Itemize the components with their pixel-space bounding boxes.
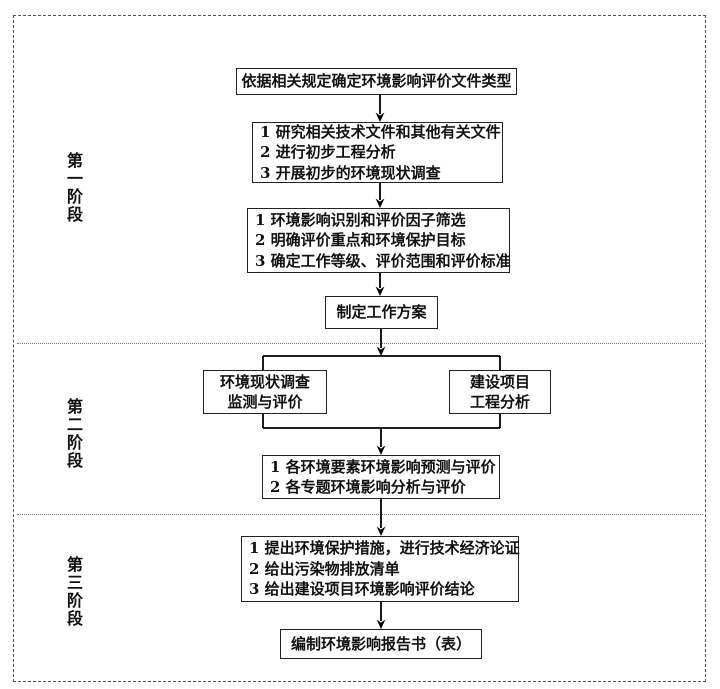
box-line: 监测与评价	[227, 393, 303, 411]
arrow-down-icon	[376, 526, 386, 536]
stage-label-1: 第一阶段	[64, 152, 83, 224]
flow-box-protection-measures: 1 提出环境保护措施，进行技术经济论证 2 给出污染物排放清单 3 给出建设项目…	[241, 536, 520, 602]
box-line: 1 提出环境保护措施，进行技术经济论证	[249, 539, 520, 558]
stage-label-2: 第二阶段	[64, 398, 83, 470]
box-line: 1 环境影响识别和评价因子筛选	[255, 210, 466, 229]
flow-box-prediction-evaluation: 1 各环境要素环境影响预测与评价 2 各专题环境影响分析与评价	[262, 455, 500, 499]
box-text: 制定工作方案	[336, 303, 427, 322]
box-line: 建设项目	[469, 372, 530, 391]
flow-box-work-plan: 制定工作方案	[325, 296, 438, 329]
stage-separator-1	[17, 343, 703, 344]
box-line: 2 各专题环境影响分析与评价	[270, 478, 466, 496]
box-line: 2 明确评价重点和环境保护目标	[255, 231, 466, 250]
arrow-down-icon	[376, 619, 386, 629]
box-text: 依据相关规定确定环境影响评价文件类型	[241, 72, 512, 91]
stage-label-3: 第三阶段	[64, 556, 83, 628]
box-text: 编制环境影响报告书（表）	[290, 634, 471, 653]
arrow-down-icon	[376, 445, 386, 455]
flow-box-report: 编制环境影响报告书（表）	[280, 629, 482, 659]
box-line: 2 给出污染物排放清单	[249, 559, 400, 578]
flow-box-identification: 1 环境影响识别和评价因子筛选 2 明确评价重点和环境保护目标 3 确定工作等级…	[247, 208, 511, 273]
arrow-down-icon	[375, 198, 385, 208]
stage-separator-2	[17, 514, 703, 515]
arrow-down-icons	[375, 112, 386, 629]
flow-box-preliminary-work: 1 研究相关技术文件和其他有关文件 2 进行初步工程分析 3 开展初步的环境现状…	[252, 122, 503, 183]
arrow-down-icon	[375, 112, 385, 122]
flow-box-document-type: 依据相关规定确定环境影响评价文件类型	[236, 68, 517, 95]
arrow-down-icon	[376, 346, 386, 356]
flow-box-status-survey: 环境现状调查 监测与评价	[203, 370, 327, 414]
box-line: 1 各环境要素环境影响预测与评价	[270, 457, 496, 476]
arrow-down-icon	[375, 286, 385, 296]
flow-box-project-analysis: 建设项目 工程分析	[449, 370, 551, 414]
box-line: 1 研究相关技术文件和其他有关文件	[260, 122, 501, 141]
box-line: 3 开展初步的环境现状调查	[260, 163, 441, 182]
box-line: 3 给出建设项目环境影响评价结论	[249, 580, 475, 599]
box-line: 3 确定工作等级、评价范围和评价标准	[255, 251, 511, 270]
box-line: 环境现状调查	[219, 372, 310, 391]
box-line: 工程分析	[469, 393, 530, 411]
outer-dashed-border	[13, 15, 706, 682]
box-line: 2 进行初步工程分析	[260, 143, 396, 162]
